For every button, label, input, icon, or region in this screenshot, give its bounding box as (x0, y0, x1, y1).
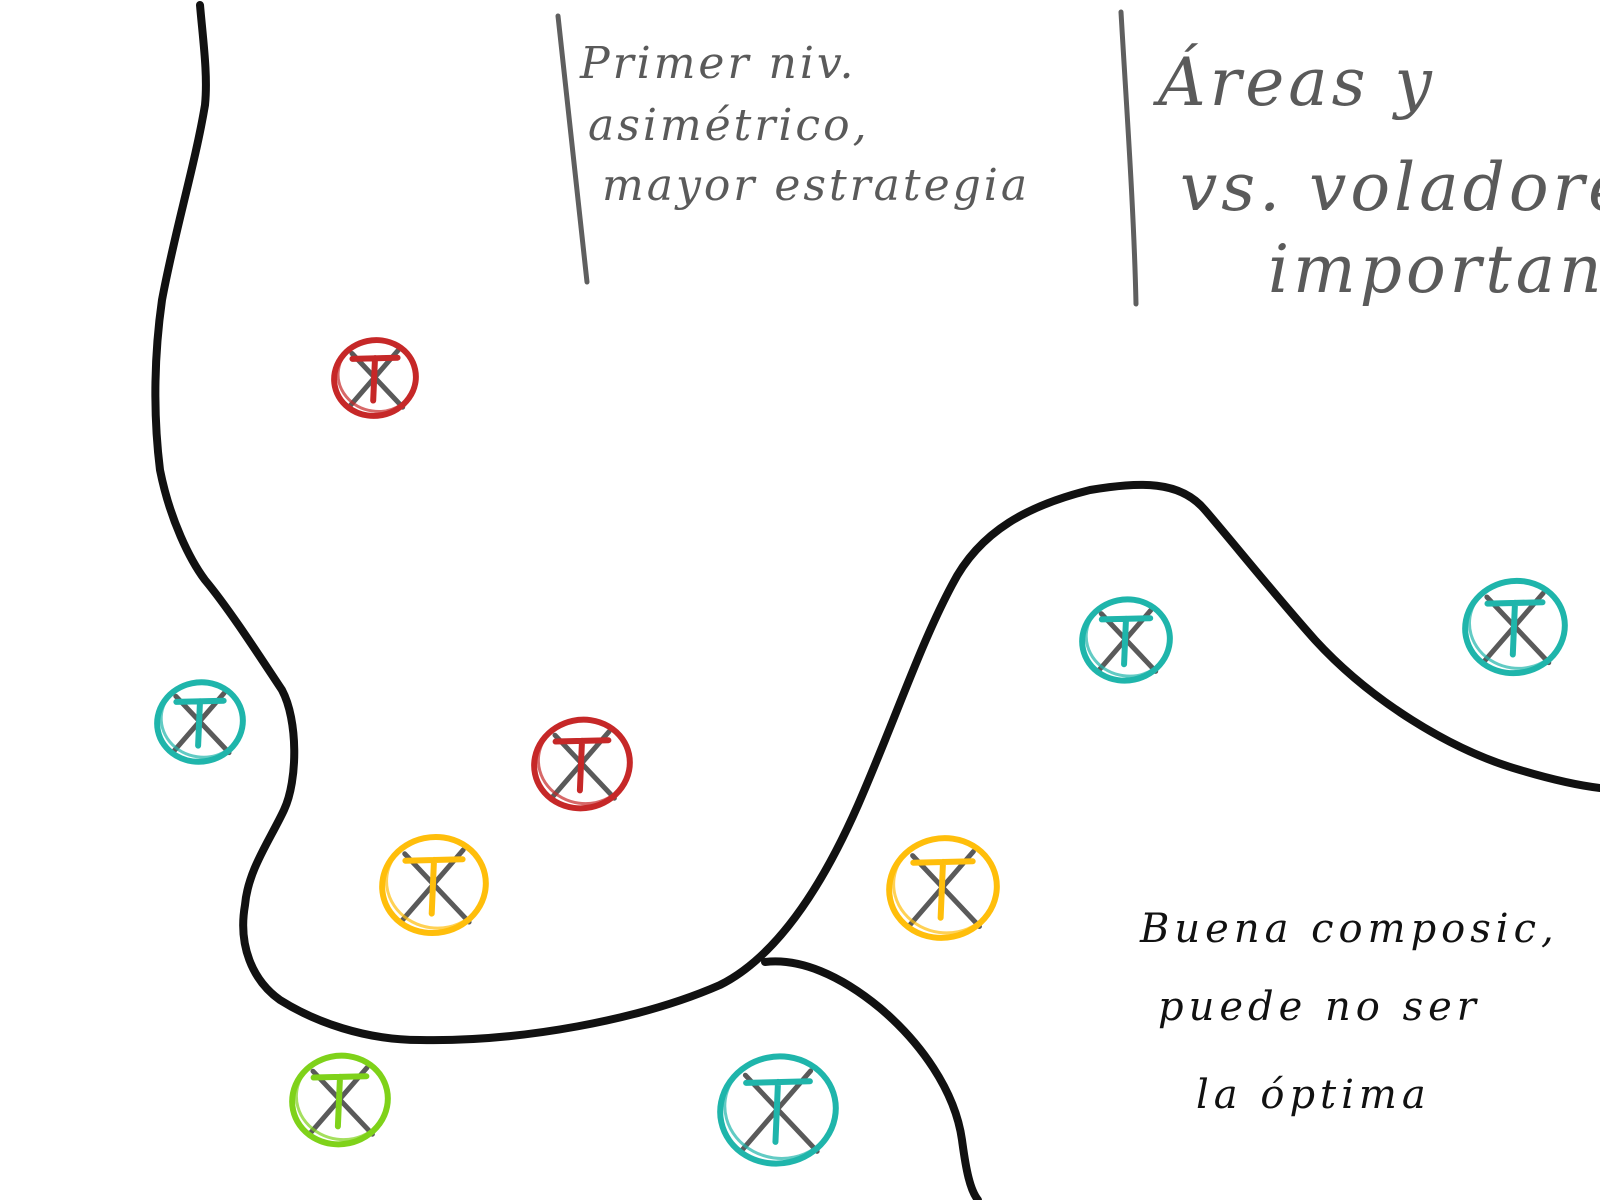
marker-ring-overstroke (385, 834, 488, 930)
marker-ring-overstroke (1084, 597, 1173, 678)
note-right-line-3: importantes (1268, 231, 1600, 308)
unit-marker-yellow (886, 835, 1000, 941)
marker-ring-overstroke (336, 337, 419, 413)
marker-tee-icon (349, 354, 401, 404)
note-left: Primer niv. asimétrico, mayor estrategia (579, 38, 1030, 211)
marker-tee-icon (552, 737, 612, 794)
note-dividers (555, 9, 1139, 307)
note-bottom-line-3: la óptima (1196, 1072, 1431, 1118)
unit-marker-red (531, 716, 633, 812)
unit-marker-green (289, 1052, 391, 1148)
marker-tee-icon (402, 856, 466, 917)
unit-marker-teal (154, 679, 246, 765)
divider-right (1118, 9, 1139, 307)
marker-tee-icon (1098, 615, 1154, 668)
marker-ring-overstroke (294, 1053, 390, 1142)
marker-tee-icon (1484, 599, 1546, 658)
marker-tee-icon (310, 1073, 370, 1130)
note-bottom: Buena composic, puede no ser la óptima (1139, 906, 1559, 1118)
unit-marker-teal (1462, 577, 1568, 677)
marker-tee-icon (743, 1078, 813, 1145)
unit-marker-red (331, 337, 419, 419)
marker-tee-icon (173, 697, 227, 749)
unit-markers (154, 337, 1568, 1167)
unit-marker-yellow (379, 833, 489, 937)
unit-marker-teal (1079, 596, 1173, 684)
divider-left (555, 13, 590, 285)
note-bottom-line-1: Buena composic, (1139, 906, 1559, 952)
note-right-line-1: Áreas y (1152, 44, 1436, 121)
note-left-line-2: asimétrico, (588, 100, 870, 151)
note-left-line-1: Primer niv. (579, 38, 857, 89)
marker-ring-overstroke (1467, 578, 1567, 670)
wall-bottom-branch (761, 957, 982, 1200)
marker-ring-overstroke (892, 836, 999, 935)
boundary-walls (151, 1, 1600, 1200)
note-right-line-2: vs. voladores (1180, 149, 1600, 226)
wall-left-upper (151, 1, 1600, 1045)
marker-ring-overstroke (536, 717, 632, 806)
marker-ring-overstroke (159, 679, 246, 759)
marker-ring-overstroke (723, 1054, 838, 1160)
note-bottom-line-2: puede no ser (1158, 984, 1481, 1030)
note-left-line-3: mayor estrategia (602, 160, 1030, 211)
unit-marker-teal (717, 1053, 839, 1167)
note-right: Áreas y vs. voladores importantes (1152, 44, 1600, 308)
marker-tee-icon (910, 858, 976, 921)
